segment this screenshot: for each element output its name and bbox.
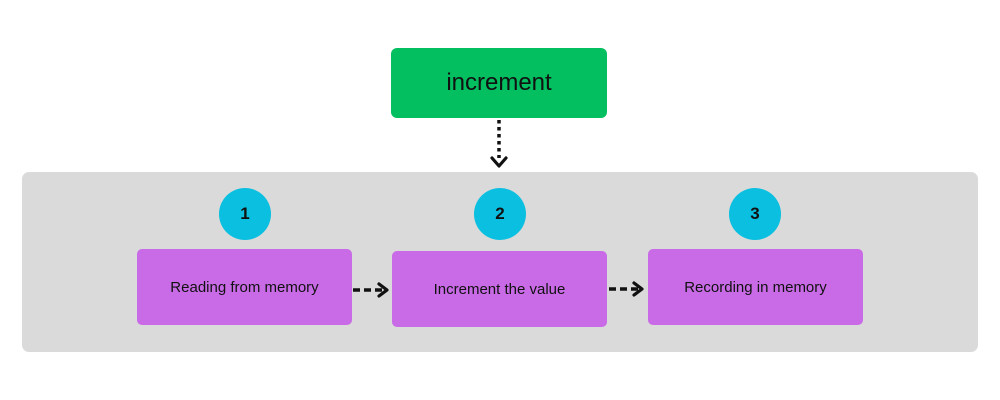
increment-box: increment: [391, 48, 607, 118]
step-2-badge: 2: [474, 188, 526, 240]
step-3-box: Recording in memory: [648, 249, 863, 325]
step-2-box: Increment the value: [392, 251, 607, 327]
increment-label: increment: [446, 69, 552, 96]
step-3-number: 3: [750, 204, 760, 223]
step-2-number: 2: [495, 204, 505, 223]
increment-to-step-2-arrow: [490, 120, 508, 168]
step-1-label: Reading from memory: [170, 278, 319, 296]
step-3-label: Recording in memory: [684, 278, 827, 296]
step-2-label: Increment the value: [433, 280, 566, 298]
step-1-badge: 1: [219, 188, 271, 240]
step-1-box: Reading from memory: [137, 249, 352, 325]
step-3-badge: 3: [729, 188, 781, 240]
step-1-number: 1: [240, 204, 250, 223]
